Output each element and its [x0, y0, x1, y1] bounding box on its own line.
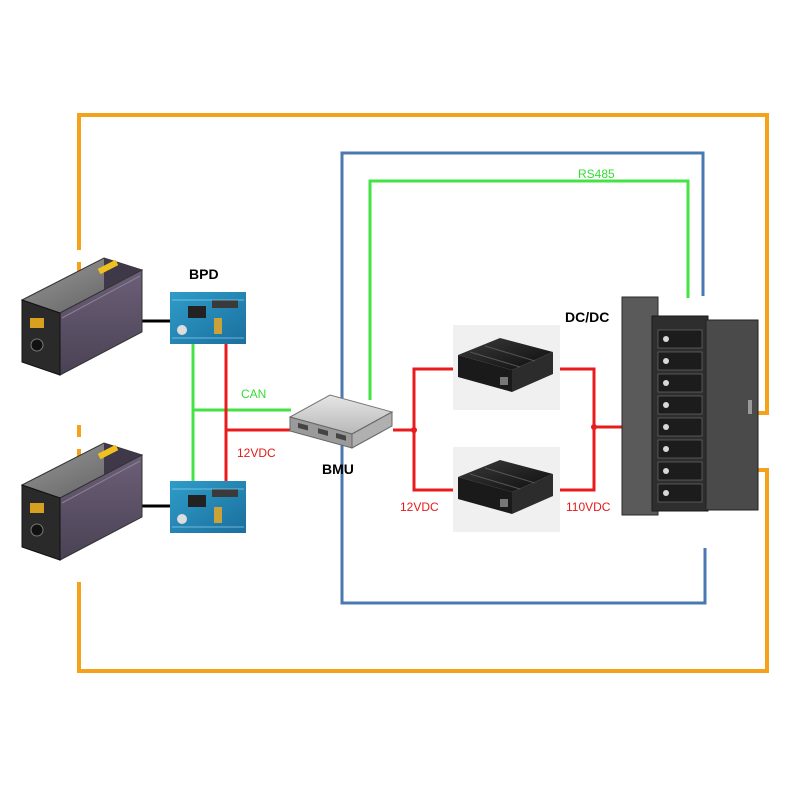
bpd-board-top [170, 292, 246, 344]
dcdc-converter-bottom [453, 447, 560, 532]
dcdc-converter-top [453, 325, 560, 410]
cabinet-modules [657, 329, 703, 503]
rs485-line [368, 179, 690, 400]
rs485-label: RS485 [578, 167, 615, 181]
battery-module-bottom [20, 442, 144, 561]
can-label: CAN [241, 387, 266, 401]
bmu-unit [288, 394, 394, 449]
comm-loop [340, 151, 707, 605]
dcdc-label: DC/DC [565, 309, 609, 325]
bpd-12vdc-line [224, 342, 291, 484]
can-line [191, 342, 291, 482]
battery-module-top [20, 257, 144, 376]
bpd-12vdc-label: 12VDC [237, 446, 276, 460]
converter-12vdc-label: 12VDC [400, 500, 439, 514]
bpd-label: BPD [189, 266, 219, 282]
110vdc-label: 110VDC [566, 500, 611, 514]
junction-right [591, 424, 597, 430]
bmu-label: BMU [322, 461, 354, 477]
battery-cabinet [621, 296, 759, 516]
bpd-board-bottom [170, 481, 246, 533]
junction-left [411, 427, 417, 433]
